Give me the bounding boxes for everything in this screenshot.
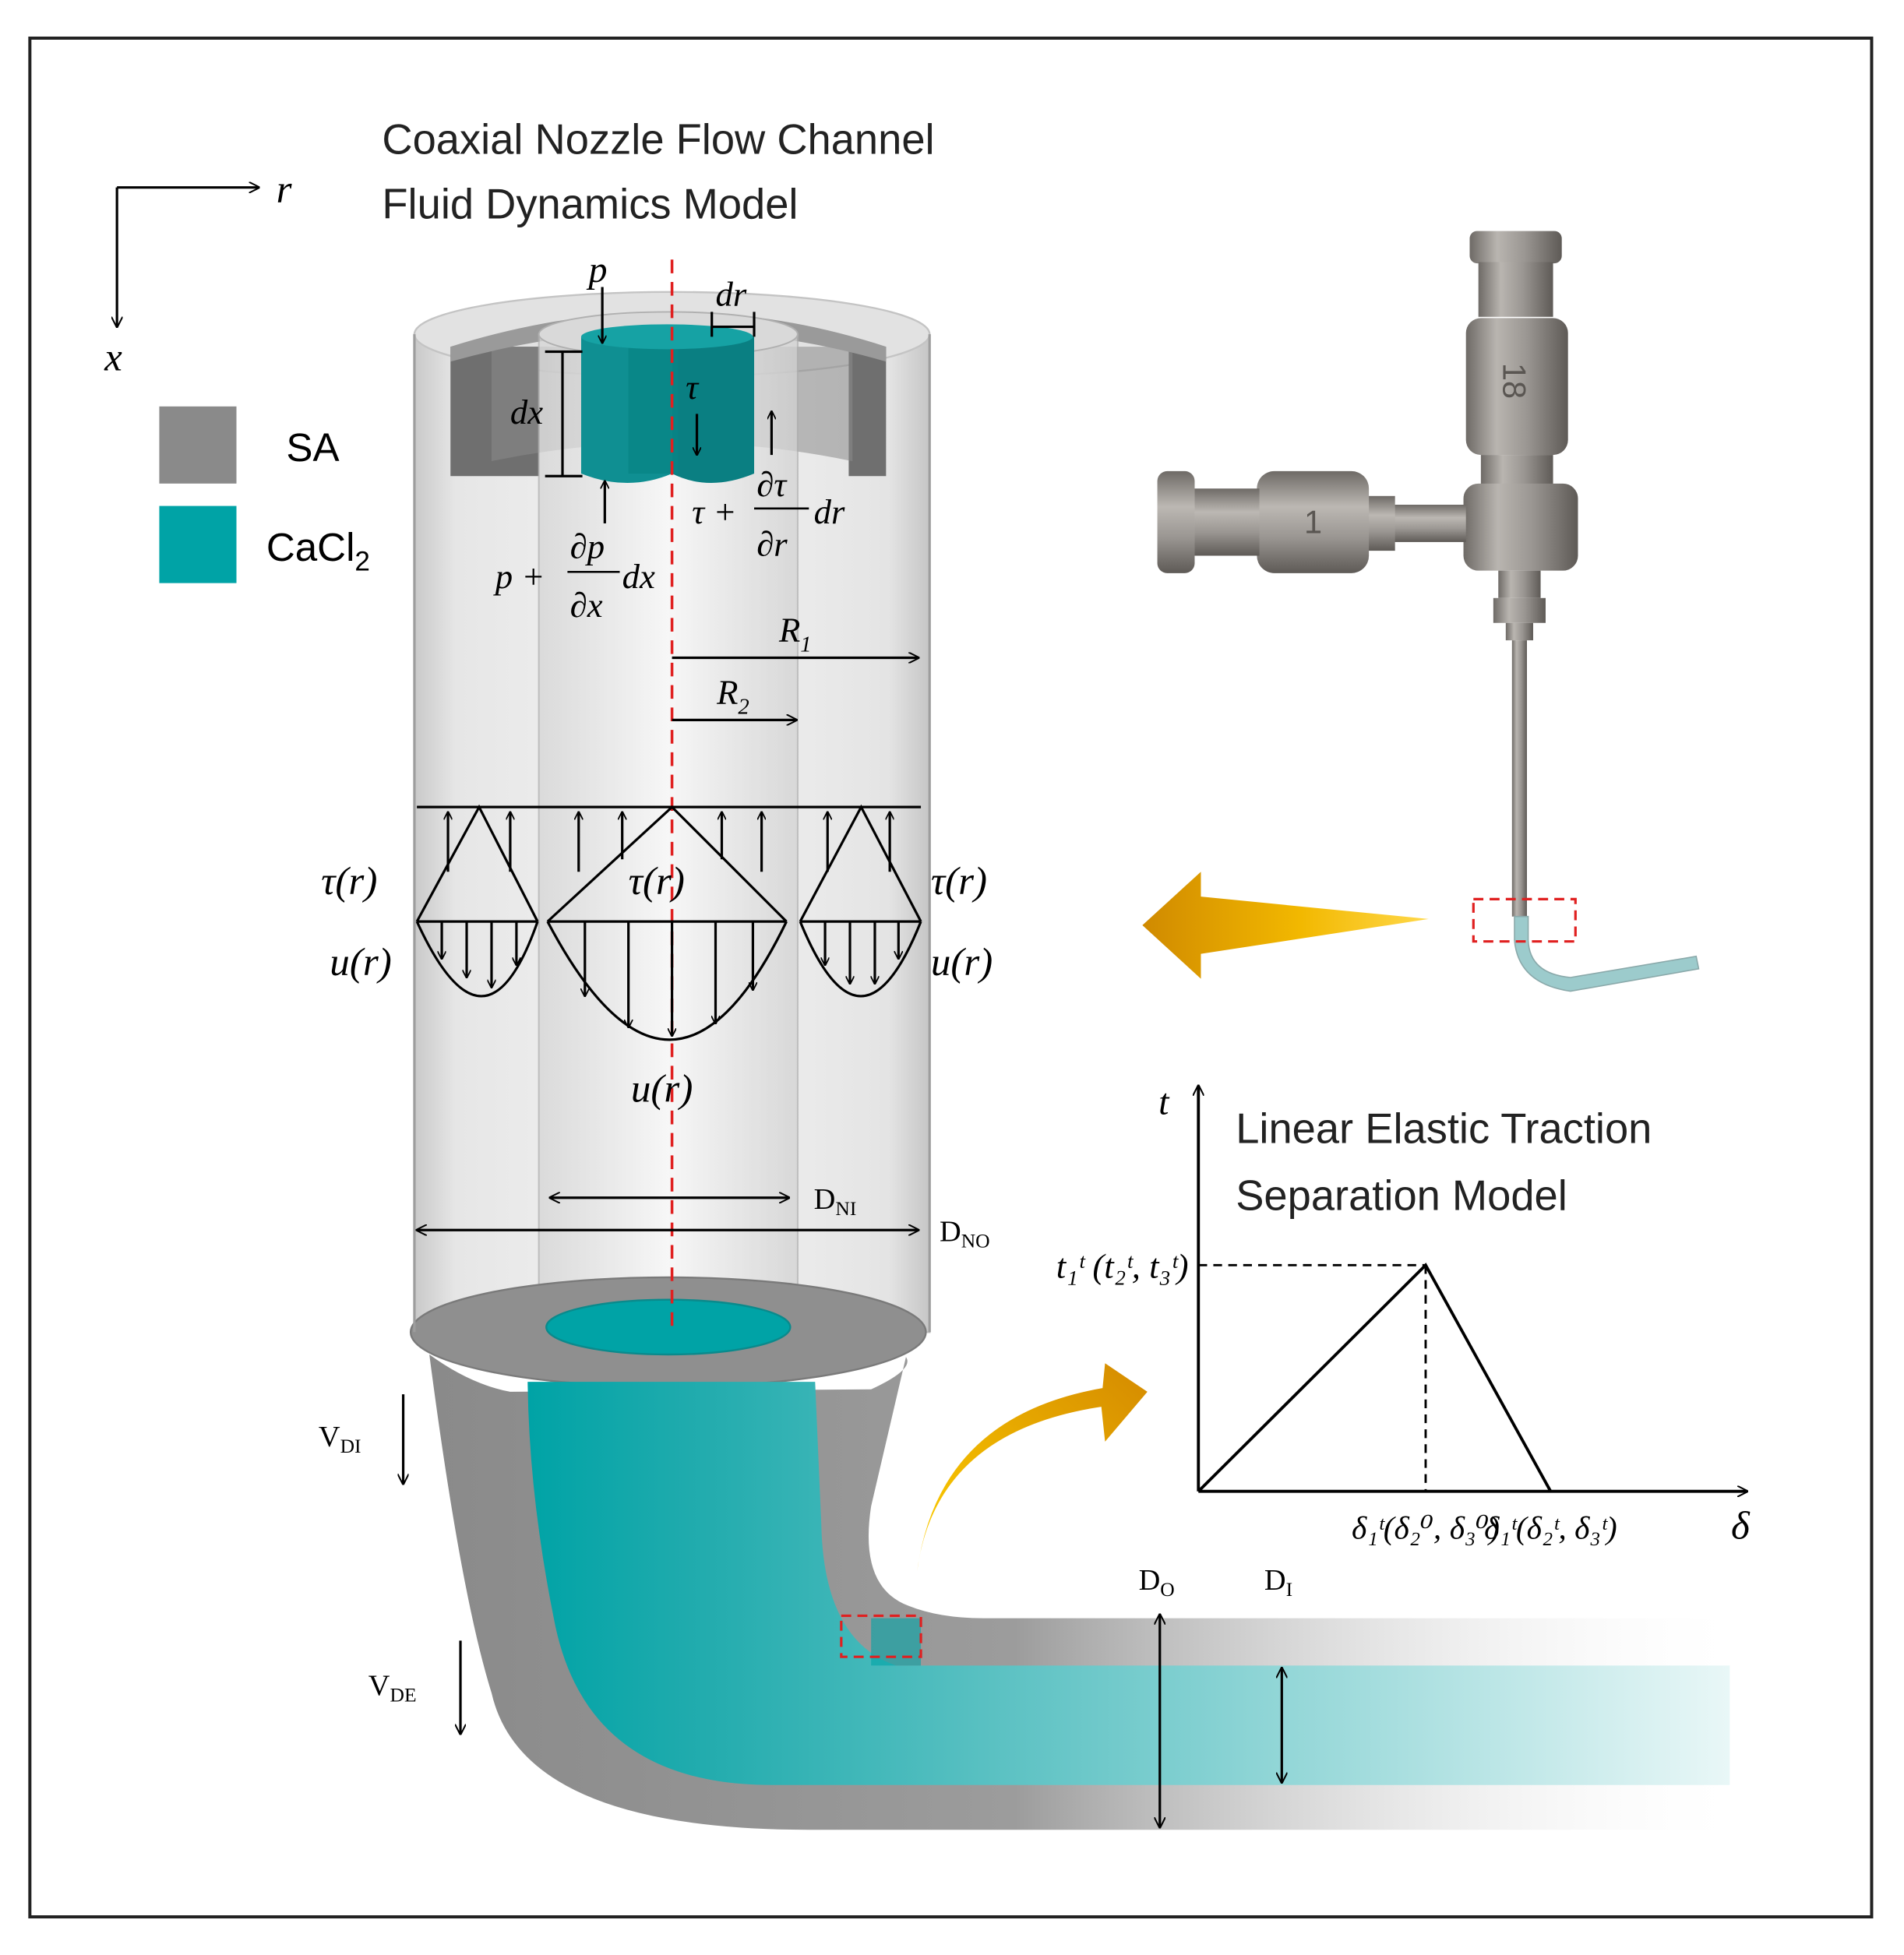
- chart-title-line1: Linear Elastic Traction: [1236, 1104, 1652, 1152]
- pressure-label: p: [587, 249, 608, 291]
- legend-label-cacl2: CaCl2: [266, 525, 370, 577]
- p-gradient-denominator: ∂x: [570, 586, 603, 625]
- x-tick-label-1: δ₁ᵗ(δ₂⁰, δ₃⁰): [1352, 1509, 1500, 1546]
- chart-y-label: t: [1158, 1082, 1170, 1123]
- vdi-label: VDI: [319, 1421, 361, 1457]
- radius-annotations: R1 R2: [672, 611, 919, 720]
- device-side-mark: 1: [1304, 504, 1322, 541]
- vde-label: VDE: [368, 1670, 417, 1707]
- legend: SA CaCl2: [159, 406, 370, 583]
- zoom-arrow-up-icon: [917, 1363, 1148, 1571]
- traction-separation-chart: Linear Elastic Traction Separation Model…: [1056, 1082, 1751, 1548]
- tau-gradient-lhs: τ +: [692, 492, 736, 531]
- fluid-model-title-line2: Fluid Dynamics Model: [382, 181, 798, 228]
- tau-r-label-left: τ(r): [321, 859, 377, 904]
- zoom-arrow-left-icon: [1142, 872, 1429, 979]
- p-gradient-tail: dx: [622, 557, 655, 596]
- tau-r-label-center: τ(r): [629, 859, 685, 904]
- legend-swatch-cacl2: [159, 505, 237, 583]
- device-top-mark: 18: [1497, 363, 1533, 399]
- chart-x-label: δ: [1731, 1503, 1751, 1548]
- dni-label: DNI: [814, 1183, 857, 1220]
- p-gradient-numerator: ∂p: [570, 527, 605, 566]
- fluid-model-title-line1: Coaxial Nozzle Flow Channel: [382, 116, 934, 164]
- differential-element: p dr dx τ τ + ∂τ ∂r dr p + ∂p ∂x dx: [493, 249, 845, 625]
- u-r-label-right: u(r): [931, 940, 993, 985]
- velocity-annotations: VDI VDE: [319, 1394, 460, 1734]
- tau-r-label-right: τ(r): [931, 859, 987, 904]
- extruded-filament: [429, 1354, 1730, 1830]
- coaxial-nozzle: [409, 291, 931, 1388]
- dno-label: DNO: [940, 1216, 990, 1252]
- r1-label: R1: [778, 611, 812, 657]
- p-gradient-lhs: p +: [493, 557, 545, 596]
- nozzle-diameters: DNI DNO: [417, 1183, 990, 1252]
- r2-label: R2: [716, 673, 749, 720]
- legend-label-sa: SA: [286, 425, 339, 470]
- di-label: DI: [1264, 1564, 1292, 1601]
- chart-title-line2: Separation Model: [1236, 1172, 1567, 1220]
- legend-swatch-sa: [159, 406, 237, 484]
- x-axis-label: x: [104, 335, 122, 379]
- tau-gradient-tail: dr: [814, 492, 845, 531]
- r-axis-label: r: [277, 167, 293, 212]
- do-label: DO: [1139, 1564, 1175, 1601]
- peak-traction-label: t₁ᵗ (t₂ᵗ, t₃ᵗ): [1056, 1246, 1189, 1285]
- coaxial-needle-device: 18 1: [1157, 231, 1700, 992]
- x-tick-label-2: δ₁ᵗ(δ₂ᵗ, δ₃ᵗ): [1484, 1509, 1617, 1546]
- tau-gradient-denominator: ∂r: [756, 524, 788, 563]
- u-r-label-center: u(r): [631, 1067, 693, 1111]
- tau-label: τ: [686, 368, 700, 407]
- coordinate-axes: r x: [104, 167, 292, 380]
- tau-gradient-numerator: ∂τ: [756, 465, 788, 504]
- filament-diameters: DO DI: [1139, 1564, 1292, 1827]
- nozzle-tip-marker: [1472, 897, 1577, 943]
- flow-profiles: [415, 804, 922, 1041]
- u-r-label-left: u(r): [330, 940, 391, 985]
- interface-region-marker: [840, 1614, 922, 1658]
- dr-label: dr: [715, 274, 746, 313]
- dx-label: dx: [510, 393, 543, 432]
